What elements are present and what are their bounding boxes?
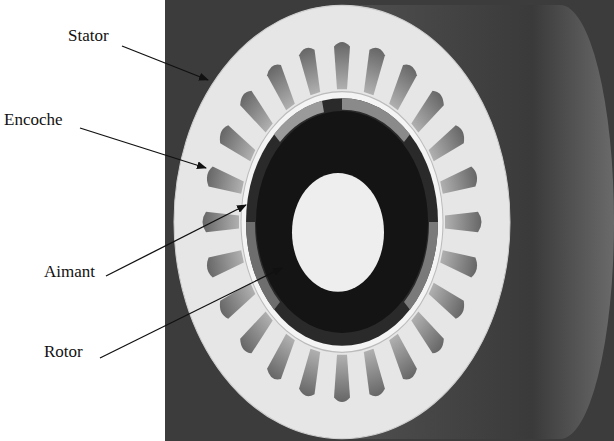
motor-face — [174, 5, 510, 438]
leader-lines — [80, 46, 282, 358]
part-label: Stator — [66, 26, 111, 46]
background-panel — [165, 0, 614, 441]
part-label: Encoche — [2, 110, 65, 130]
part-label: Aimant — [42, 262, 97, 282]
part-label: Rotor — [42, 342, 85, 362]
